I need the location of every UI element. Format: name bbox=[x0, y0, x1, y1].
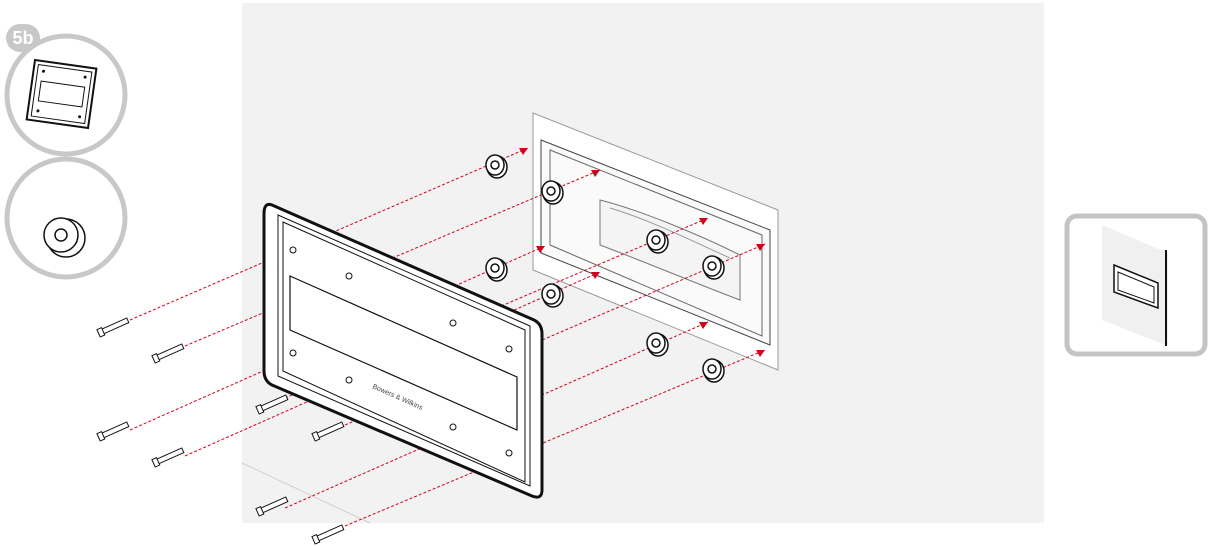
washers bbox=[485, 154, 725, 383]
screw-5 bbox=[255, 394, 289, 415]
wall-cutout-icon bbox=[1102, 225, 1168, 346]
mounting-frame bbox=[262, 202, 544, 499]
washer-icon bbox=[43, 217, 86, 258]
screw-1 bbox=[96, 317, 130, 338]
screw-4 bbox=[151, 447, 185, 468]
washer-5 bbox=[646, 229, 669, 254]
washer-thumbnail bbox=[4, 156, 128, 280]
mounting-frame-icon bbox=[25, 58, 98, 130]
screws bbox=[96, 317, 345, 545]
guide-arrowheads bbox=[519, 148, 765, 357]
screw-3 bbox=[96, 421, 130, 442]
floor-edge bbox=[241, 462, 371, 524]
screw-2 bbox=[151, 343, 185, 364]
washer-3 bbox=[485, 257, 508, 282]
washer-7 bbox=[646, 332, 669, 357]
washer-8 bbox=[702, 358, 725, 383]
step-badge: 5b bbox=[6, 24, 40, 52]
frame-thumbnail bbox=[4, 33, 128, 157]
washer-2 bbox=[541, 180, 564, 205]
washer-6 bbox=[702, 255, 725, 280]
context-thumbnail bbox=[1064, 213, 1208, 357]
screw-7 bbox=[255, 496, 289, 517]
washer-4 bbox=[541, 283, 564, 308]
washer-1 bbox=[485, 154, 508, 179]
screw-6 bbox=[311, 421, 345, 442]
speaker-driver bbox=[599, 199, 741, 301]
screw-8 bbox=[311, 524, 345, 545]
